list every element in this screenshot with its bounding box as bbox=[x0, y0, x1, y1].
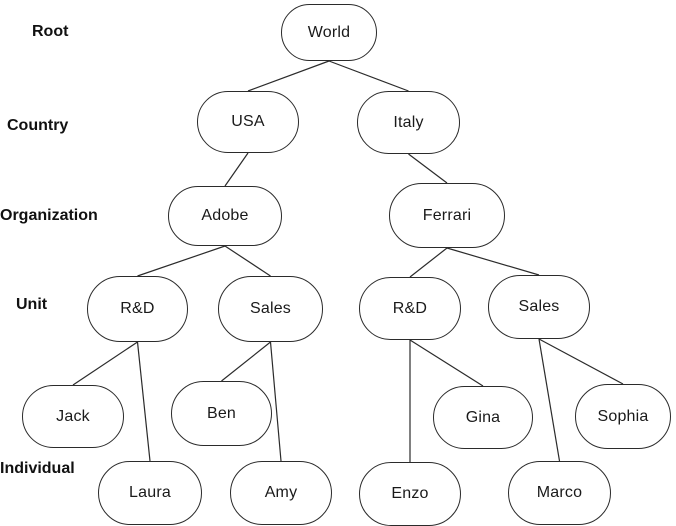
tree-edge-usa-adobe bbox=[224, 152, 249, 187]
node-gina: Gina bbox=[433, 386, 533, 449]
node-sophia: Sophia bbox=[575, 384, 671, 449]
row-label-organization: Organization bbox=[0, 207, 98, 224]
tree-edge-sales_italy-marco bbox=[538, 338, 561, 462]
tree-edge-sales_usa-amy bbox=[269, 341, 282, 462]
node-usa: USA bbox=[197, 91, 299, 153]
node-marco: Marco bbox=[508, 461, 611, 525]
node-amy: Amy bbox=[230, 461, 332, 525]
node-sales-italy: Sales bbox=[488, 275, 590, 339]
node-rd-italy: R&D bbox=[359, 277, 461, 340]
row-label-individual: Individual bbox=[0, 460, 75, 477]
row-label-unit: Unit bbox=[16, 296, 48, 313]
row-label-root: Root bbox=[32, 23, 69, 40]
tree-edge-rd_usa-laura bbox=[136, 341, 151, 462]
tree-edge-adobe-sales_usa bbox=[224, 245, 271, 277]
tree-edge-sales_usa-ben bbox=[221, 341, 271, 382]
node-ben: Ben bbox=[171, 381, 272, 446]
tree-edge-ferrari-sales_italy bbox=[446, 247, 540, 276]
tree-edge-world-italy bbox=[328, 60, 409, 92]
node-jack: Jack bbox=[22, 385, 124, 448]
node-adobe: Adobe bbox=[168, 186, 282, 246]
row-label-country: Country bbox=[7, 117, 69, 134]
node-sales-usa: Sales bbox=[218, 276, 323, 342]
node-italy: Italy bbox=[357, 91, 460, 154]
node-enzo: Enzo bbox=[359, 462, 461, 526]
tree-edge-sales_italy-sophia bbox=[538, 338, 624, 385]
node-ferrari: Ferrari bbox=[389, 183, 505, 248]
tree-edge-ferrari-rd_italy bbox=[409, 247, 448, 278]
tree-edge-world-usa bbox=[247, 60, 330, 92]
tree-edge-italy-ferrari bbox=[408, 153, 448, 184]
tree-edge-rd_italy-gina bbox=[409, 339, 484, 387]
node-world: World bbox=[281, 4, 377, 61]
node-rd-usa: R&D bbox=[87, 276, 188, 342]
node-laura: Laura bbox=[98, 461, 202, 525]
tree-edge-adobe-rd_usa bbox=[137, 245, 226, 277]
tree-edge-rd_usa-jack bbox=[72, 341, 138, 386]
